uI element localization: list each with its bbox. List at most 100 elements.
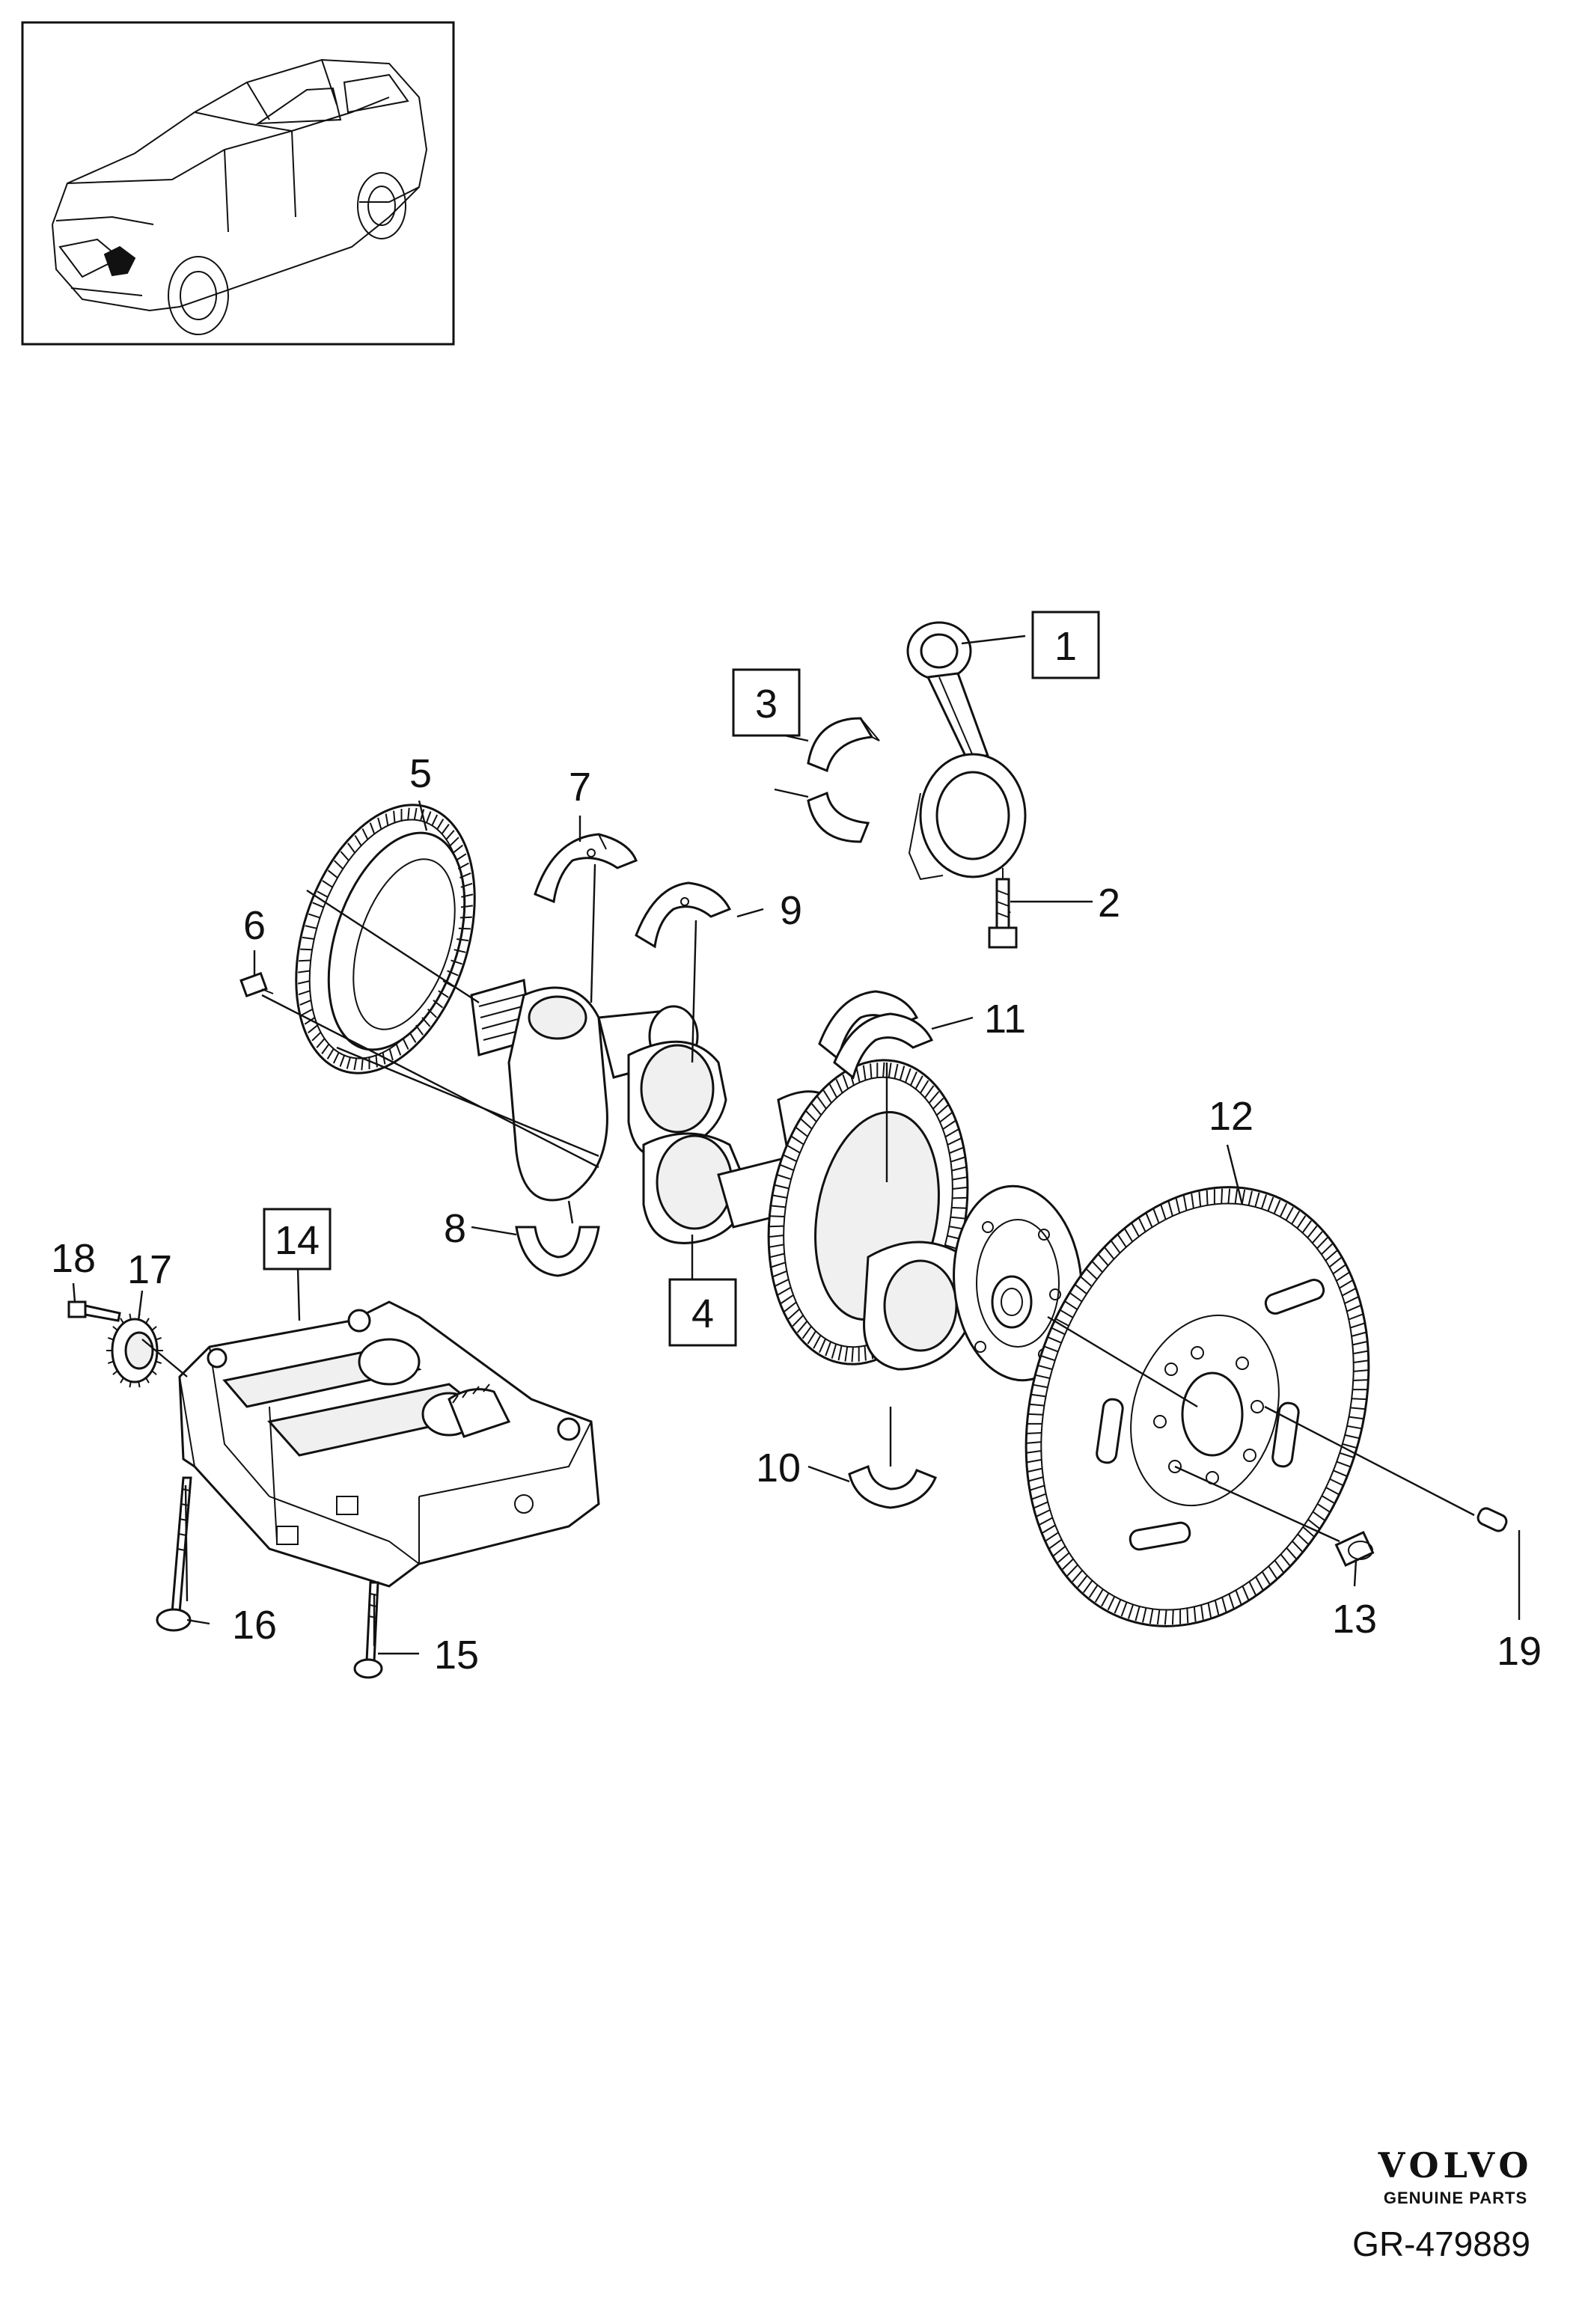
gear-tooth	[1228, 1593, 1235, 1609]
gear-tooth	[1111, 1240, 1121, 1254]
gear-tooth	[1104, 1247, 1115, 1260]
gear-tooth	[1352, 1398, 1367, 1401]
callout-2: 2	[1098, 881, 1120, 926]
gear-tooth	[304, 1017, 316, 1025]
gear-tooth	[894, 1063, 899, 1079]
callout-10: 10	[756, 1446, 801, 1490]
gear-tooth	[1274, 1559, 1284, 1574]
gear-tooth	[1349, 1416, 1364, 1420]
main-bearing-upper-9	[635, 881, 732, 949]
gear-tooth	[1085, 1268, 1098, 1280]
gear-tooth	[842, 1074, 849, 1089]
gear-tooth	[914, 1075, 923, 1089]
diagram-reference: GR-479889	[1352, 2224, 1530, 2263]
gear-tooth	[145, 1318, 150, 1324]
gear-tooth	[1344, 1296, 1359, 1304]
gear-tooth	[1047, 1336, 1062, 1344]
rod-bolt	[988, 878, 1018, 949]
gear-tooth	[1260, 1194, 1268, 1209]
gear-tooth	[298, 990, 311, 996]
gear-tooth	[1193, 1606, 1197, 1622]
gear-tooth	[1156, 1609, 1161, 1625]
gear-tooth	[1316, 1503, 1331, 1513]
gear-tooth	[155, 1360, 162, 1365]
gear-tooth	[151, 1370, 157, 1375]
gear-tooth	[459, 872, 471, 879]
gear-tooth	[299, 999, 311, 1006]
gear-tooth	[828, 1083, 838, 1098]
gear-tooth	[1026, 1458, 1042, 1464]
gear-tooth	[772, 1194, 787, 1199]
gear-tooth	[1346, 1304, 1361, 1312]
callout-9: 9	[780, 888, 802, 933]
gear-tooth	[385, 813, 389, 826]
gear-tooth	[864, 1345, 867, 1361]
gear-tooth	[1045, 1532, 1059, 1542]
gear-tooth	[334, 860, 343, 870]
gear-tooth	[800, 1118, 813, 1130]
gear-tooth	[1107, 1596, 1116, 1611]
gear-tooth	[1350, 1407, 1366, 1410]
gear-tooth	[460, 882, 473, 888]
thrust-bearing-11	[818, 990, 934, 1080]
gear-tooth	[1333, 1470, 1348, 1478]
gear-tooth	[346, 843, 356, 854]
gear-tooth	[327, 869, 338, 878]
gear-tooth	[1186, 1608, 1189, 1624]
gear-tooth	[822, 1089, 832, 1104]
gear-tooth	[302, 1008, 314, 1016]
gear-tooth	[950, 1216, 966, 1220]
gear-tooth	[311, 1031, 322, 1042]
gear-tooth	[1027, 1413, 1043, 1416]
callout-11: 11	[984, 997, 1026, 1042]
gear-tooth	[1114, 1599, 1122, 1614]
gear-tooth	[451, 959, 463, 965]
gear-tooth	[795, 1126, 808, 1137]
gear-tooth	[138, 1381, 141, 1388]
gear-tooth	[837, 1345, 843, 1361]
gear-tooth	[1235, 1589, 1242, 1605]
gear-tooth	[1026, 1441, 1042, 1444]
gear-tooth	[1030, 1393, 1046, 1398]
gear-tooth	[1297, 1533, 1310, 1545]
gear-tooth	[1145, 1213, 1153, 1228]
gear-tooth	[298, 970, 311, 973]
gear-tooth	[1296, 1215, 1307, 1229]
gear-tooth	[816, 1096, 827, 1110]
gear-bolt	[67, 1300, 121, 1322]
gear-tooth	[316, 1038, 326, 1048]
gear-tooth	[1328, 1257, 1342, 1268]
gear-tooth	[433, 1000, 444, 1009]
gear-tooth	[107, 1360, 114, 1365]
gear-tooth	[388, 1048, 394, 1061]
gear-tooth	[819, 1338, 827, 1354]
module-short-bolt	[353, 1581, 383, 1679]
gear-tooth	[1332, 1264, 1346, 1275]
gear-tooth	[1062, 1558, 1074, 1571]
gear-tooth	[1167, 1201, 1173, 1217]
gear-tooth	[1285, 1206, 1294, 1221]
gear-tooth	[151, 1326, 157, 1331]
callout-7: 7	[569, 765, 591, 810]
ring-bolt	[239, 971, 274, 998]
gear-tooth	[801, 1326, 812, 1339]
gear-tooth	[427, 1008, 437, 1018]
gear-tooth	[1127, 1604, 1135, 1619]
gear-tooth	[851, 1347, 854, 1363]
gear-tooth	[395, 1044, 402, 1056]
gear-tooth	[129, 1381, 132, 1388]
gear-tooth	[1035, 1374, 1051, 1380]
gear-tooth	[770, 1205, 786, 1208]
gear-tooth	[375, 1055, 378, 1068]
gear-tooth	[145, 1377, 150, 1383]
gear-tooth	[1301, 1220, 1313, 1234]
gear-tooth	[1198, 1191, 1202, 1207]
gear-tooth	[1248, 1190, 1253, 1206]
gear-tooth	[449, 837, 459, 847]
gear-tooth	[775, 1279, 790, 1287]
gear-tooth	[1091, 1261, 1103, 1273]
gear-tooth	[1043, 1345, 1059, 1353]
gear-tooth	[1117, 1234, 1127, 1248]
gear-tooth	[1037, 1364, 1053, 1371]
